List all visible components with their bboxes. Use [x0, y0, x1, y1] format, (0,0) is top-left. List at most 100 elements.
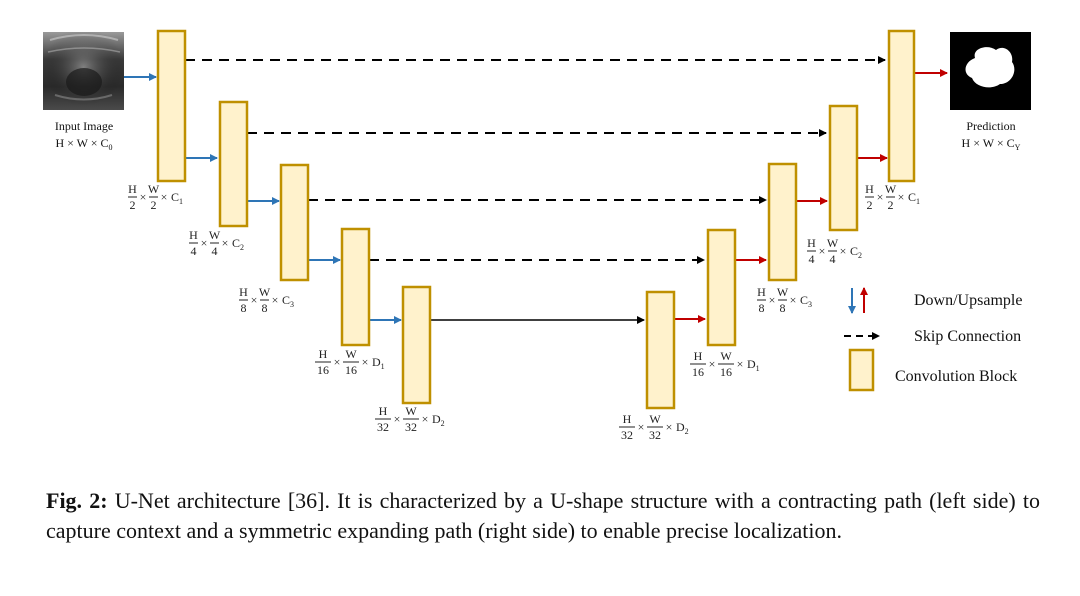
fraction-denominator: 16	[720, 365, 732, 379]
decoder-dim-label-4: H16×W16×D1	[690, 349, 760, 379]
figure-caption-text: U-Net architecture [36]. It is character…	[46, 488, 1040, 543]
times-sign: ×	[422, 412, 429, 426]
fraction-denominator: 8	[780, 301, 786, 315]
fraction-denominator: 32	[377, 420, 389, 434]
legend-skip-label: Skip Connection	[914, 328, 1021, 345]
decoder-block-3	[767, 162, 798, 282]
times-sign: ×	[251, 293, 258, 307]
channel-symbol: D2	[676, 420, 689, 436]
fraction-numerator: H	[623, 412, 632, 426]
fraction-denominator: 4	[212, 244, 218, 258]
fraction-denominator: 16	[345, 363, 357, 377]
fraction-numerator: W	[405, 404, 417, 418]
fraction-numerator: H	[189, 228, 198, 242]
times-sign: ×	[362, 355, 369, 369]
fraction-denominator: 4	[809, 252, 815, 266]
unet-diagram: Input Image H × W × C0 Prediction H × W …	[43, 29, 1031, 442]
fraction-numerator: H	[757, 285, 766, 299]
times-sign: ×	[272, 293, 279, 307]
times-sign: ×	[201, 236, 208, 250]
legend: Down/Upsample Skip Connection Convolutio…	[844, 287, 1022, 392]
input-image-dims: H × W × C0	[55, 136, 112, 152]
fraction-numerator: W	[885, 182, 897, 196]
encoder-block-2	[218, 100, 249, 228]
fraction-numerator: W	[720, 349, 732, 363]
channel-symbol: D1	[747, 357, 760, 373]
channel-symbol: C2	[850, 244, 862, 260]
fraction-numerator: W	[345, 347, 357, 361]
fraction-denominator: 16	[692, 365, 704, 379]
fraction-denominator: 32	[621, 428, 633, 442]
encoder-block-4	[340, 227, 371, 347]
fraction-numerator: W	[777, 285, 789, 299]
times-sign: ×	[161, 190, 168, 204]
times-sign: ×	[140, 190, 147, 204]
encoder-block-5	[401, 285, 432, 405]
times-sign: ×	[222, 236, 229, 250]
times-sign: ×	[709, 357, 716, 371]
channel-symbol: D2	[432, 412, 445, 428]
fraction-denominator: 2	[867, 198, 873, 212]
decoder-block-4	[706, 228, 737, 347]
fraction-numerator: W	[209, 228, 221, 242]
encoder-dim-label-2: H4×W4×C2	[189, 228, 244, 258]
legend-conv-label: Convolution Block	[895, 368, 1017, 385]
encoder-dim-label-4: H16×W16×D1	[315, 347, 385, 377]
fraction-denominator: 4	[191, 244, 197, 258]
times-sign: ×	[819, 244, 826, 258]
channel-symbol: D1	[372, 355, 385, 371]
fraction-numerator: H	[694, 349, 703, 363]
fraction-numerator: H	[379, 404, 388, 418]
fraction-denominator: 2	[130, 198, 136, 212]
encoder-dim-label-5: H32×W32×D2	[375, 404, 445, 434]
times-sign: ×	[898, 190, 905, 204]
input-image	[43, 32, 124, 110]
fraction-denominator: 8	[241, 301, 247, 315]
figure-caption: Fig. 2: U-Net architecture [36]. It is c…	[46, 486, 1040, 546]
decoder-block-2	[828, 104, 859, 232]
times-sign: ×	[394, 412, 401, 426]
times-sign: ×	[840, 244, 847, 258]
encoder-block-1	[156, 29, 187, 183]
prediction-mask	[950, 32, 1031, 110]
encoder-dim-label-3: H8×W8×C3	[239, 285, 294, 315]
fraction-numerator: W	[148, 182, 160, 196]
prediction-dims: H × W × CY	[962, 136, 1021, 152]
input-image-caption: Input Image	[55, 119, 113, 133]
fraction-numerator: W	[827, 236, 839, 250]
fraction-denominator: 2	[151, 198, 157, 212]
fraction-denominator: 32	[649, 428, 661, 442]
times-sign: ×	[790, 293, 797, 307]
channel-symbol: C1	[908, 190, 920, 206]
times-sign: ×	[737, 357, 744, 371]
legend-conv-icon	[848, 348, 875, 392]
fraction-numerator: H	[128, 182, 137, 196]
encoder-block-3	[279, 163, 310, 282]
times-sign: ×	[666, 420, 673, 434]
channel-symbol: C1	[171, 190, 183, 206]
fraction-numerator: H	[807, 236, 816, 250]
channel-symbol: C3	[282, 293, 294, 309]
decoder-block-1	[887, 29, 916, 183]
prediction-caption: Prediction	[966, 119, 1015, 133]
decoder-block-5	[645, 290, 676, 410]
fraction-numerator: W	[259, 285, 271, 299]
decoder-dim-label-5: H32×W32×D2	[619, 412, 689, 442]
channel-symbol: C3	[800, 293, 812, 309]
fraction-numerator: H	[319, 347, 328, 361]
legend-down-up-label: Down/Upsample	[914, 292, 1022, 309]
fraction-denominator: 32	[405, 420, 417, 434]
fraction-denominator: 16	[317, 363, 329, 377]
decoder-dim-label-1: H2×W2×C1	[865, 182, 920, 212]
fraction-numerator: W	[649, 412, 661, 426]
fraction-denominator: 2	[888, 198, 894, 212]
times-sign: ×	[877, 190, 884, 204]
decoder-dim-label-2: H4×W4×C2	[807, 236, 862, 266]
times-sign: ×	[334, 355, 341, 369]
fraction-denominator: 8	[759, 301, 765, 315]
fraction-denominator: 4	[830, 252, 836, 266]
encoder-dim-label-1: H2×W2×C1	[128, 182, 183, 212]
decoder-dim-label-3: H8×W8×C3	[757, 285, 812, 315]
times-sign: ×	[769, 293, 776, 307]
figure-caption-label: Fig. 2:	[46, 488, 108, 513]
